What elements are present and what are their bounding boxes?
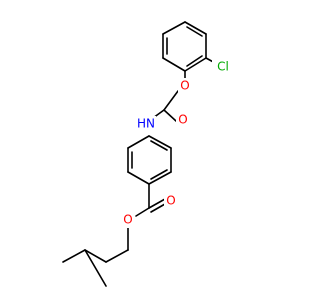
bond-ch2-ch: [84, 249, 107, 263]
bond-c-o-double: [148, 198, 166, 209]
atom-o-ether: O: [178, 78, 192, 94]
bond-c-o-double: [150, 203, 166, 213]
structure-canvas: Cl O O HN O O: [62, 21, 234, 287]
benzene-ring: [127, 135, 172, 185]
oxygen-ester-label: O: [123, 213, 132, 227]
aromatic-inner-bond: [186, 55, 203, 67]
bond: [162, 57, 186, 72]
aromatic-inner-bond: [150, 140, 168, 151]
bond-ch-ch3: [84, 249, 107, 287]
amine-label: HN: [137, 117, 155, 131]
bond-o-ch2: [163, 90, 179, 111]
bond: [148, 171, 172, 185]
bond: [148, 135, 172, 149]
chlorine-label: Cl: [217, 60, 229, 74]
bond: [184, 57, 207, 72]
oxygen-carbonyl-label: O: [166, 194, 175, 208]
aromatic-inner-bond: [150, 169, 168, 180]
oxygen-ether-label: O: [180, 79, 189, 93]
bond: [127, 135, 150, 149]
bond-c-o: [135, 207, 150, 217]
atom-o-ester: O: [121, 212, 135, 228]
atom-o-amide: O: [176, 112, 190, 128]
aromatic-inner-bond: [186, 26, 203, 37]
atom-o-carbonyl: O: [164, 193, 178, 209]
molecule-drawing: Cl O O HN O O: [62, 21, 234, 287]
oxygen-amide-label: O: [178, 113, 187, 127]
bond: [162, 21, 186, 35]
bond-ch2-ch2: [105, 249, 129, 263]
bond: [127, 171, 150, 185]
atom-cl: Cl: [212, 59, 234, 75]
bond: [184, 21, 207, 35]
atom-nh: HN: [136, 116, 156, 132]
bond-ch-ch3: [62, 249, 86, 263]
chlorophenyl-ring: [162, 21, 207, 72]
bond-ch2-co: [163, 109, 177, 122]
